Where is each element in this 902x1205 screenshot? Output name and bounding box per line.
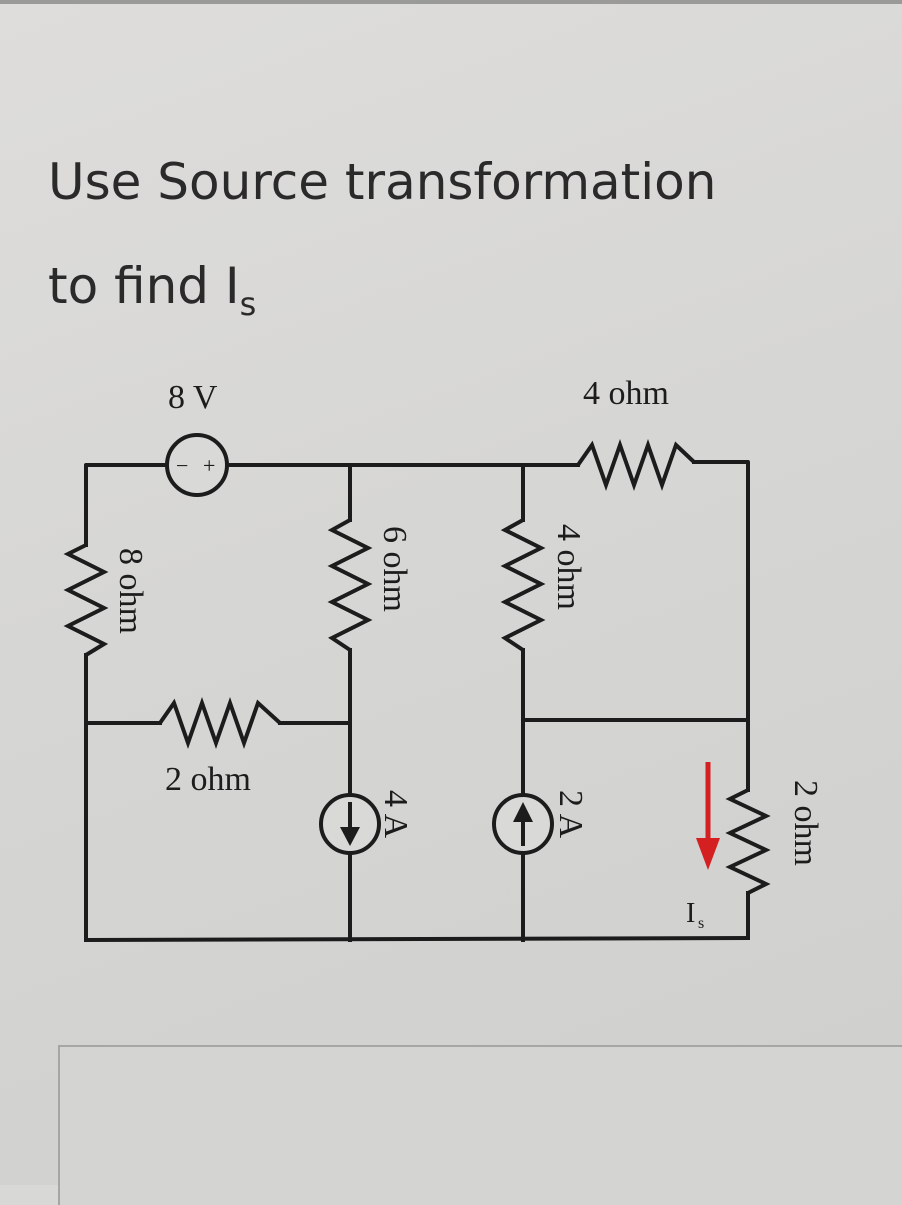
answer-input-box[interactable] bbox=[58, 1045, 902, 1205]
screen-top-edge bbox=[0, 0, 902, 4]
wire-bottom-rail bbox=[83, 935, 751, 943]
wire-top-left bbox=[84, 463, 167, 547]
label-resistor-right: 2 ohm bbox=[787, 780, 824, 866]
label-current-source-4a: 4 A bbox=[377, 790, 414, 839]
current-source-2a bbox=[492, 793, 554, 855]
voltage-source-circle bbox=[165, 433, 229, 497]
current-indicator-label-sub: s bbox=[698, 915, 704, 932]
question-text: Use Source transformation to find Is bbox=[48, 130, 868, 356]
current-source-4a-arrow-head bbox=[340, 827, 360, 846]
current-indicator-is: I s bbox=[686, 762, 720, 932]
voltage-source: − + bbox=[165, 433, 229, 497]
resistor-mid-left bbox=[327, 518, 373, 652]
label-resistor-top: 4 ohm bbox=[583, 375, 669, 412]
voltage-source-minus: − bbox=[176, 453, 188, 478]
current-indicator-label: I bbox=[686, 898, 695, 929]
label-voltage-source: 8 V bbox=[168, 379, 218, 416]
wire-top-right bbox=[692, 460, 750, 792]
current-source-4a bbox=[319, 793, 381, 855]
question-line-1: Use Source transformation bbox=[48, 153, 717, 211]
label-resistor-mid-right: 4 ohm bbox=[550, 524, 587, 610]
resistor-left bbox=[63, 543, 109, 657]
label-resistor-mid-left: 6 ohm bbox=[376, 526, 413, 612]
question-line-2-subscript: s bbox=[239, 285, 257, 323]
voltage-source-plus: + bbox=[203, 453, 215, 478]
question-line-2-text: to find I bbox=[48, 257, 240, 315]
resistor-bottom-left bbox=[158, 696, 282, 750]
question-line-2: to find Is bbox=[48, 234, 868, 356]
label-resistor-left: 8 ohm bbox=[112, 548, 149, 634]
circuit-wires bbox=[83, 460, 751, 943]
resistor-top bbox=[576, 438, 696, 492]
label-resistor-bottom-left: 2 ohm bbox=[165, 761, 251, 798]
resistor-mid-right bbox=[500, 518, 546, 652]
resistor-right bbox=[725, 788, 771, 895]
current-source-2a-arrow-head bbox=[513, 802, 533, 822]
label-current-source-2a: 2 A bbox=[552, 790, 589, 839]
current-indicator-arrow-head bbox=[696, 838, 720, 870]
